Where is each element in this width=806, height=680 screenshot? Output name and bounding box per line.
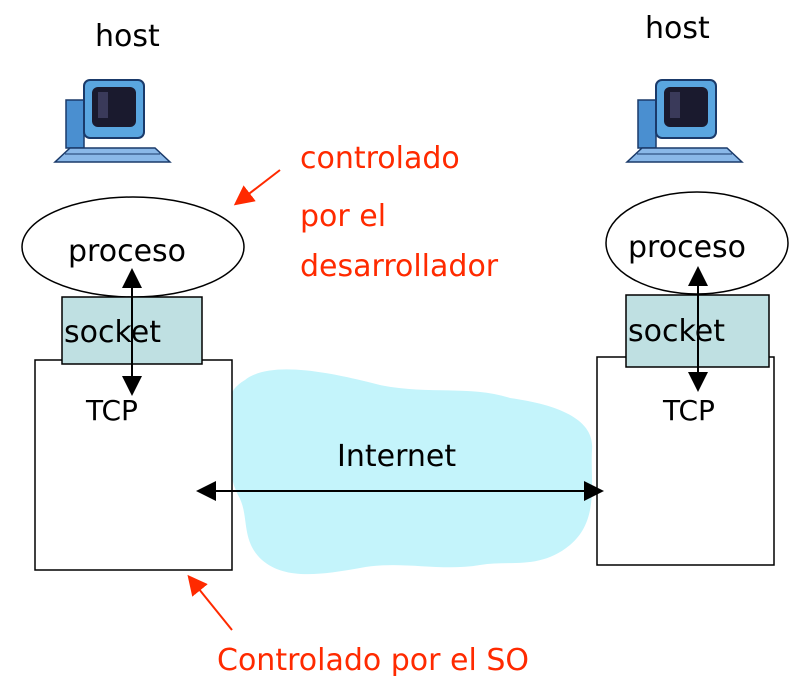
computer-icon-right (625, 79, 744, 163)
tcp-label-right: TCP (662, 394, 715, 427)
annotation-os-label: Controlado por el SO (217, 643, 529, 676)
annotation-os-arrow (187, 574, 233, 631)
host-label-left: host (95, 19, 160, 54)
tcp-box-right (596, 356, 775, 566)
computer-icon-left (53, 79, 172, 163)
tcp-label-left: TCP (85, 394, 138, 427)
socket-label-right: socket (628, 314, 725, 349)
annotation-developer-line3: desarrollador (300, 249, 499, 284)
socket-label-left: socket (64, 315, 161, 350)
tcp-box-left (34, 359, 233, 571)
internet-cloud (229, 369, 593, 575)
process-label-right: proceso (628, 230, 746, 265)
annotation-developer-line1: controlado (300, 141, 460, 176)
annotation-developer-line2: por el (300, 199, 386, 234)
host-label-right: host (645, 11, 710, 46)
internet-label: Internet (337, 439, 456, 474)
process-label-left: proceso (68, 234, 186, 269)
annotation-developer-arrow (233, 169, 281, 206)
